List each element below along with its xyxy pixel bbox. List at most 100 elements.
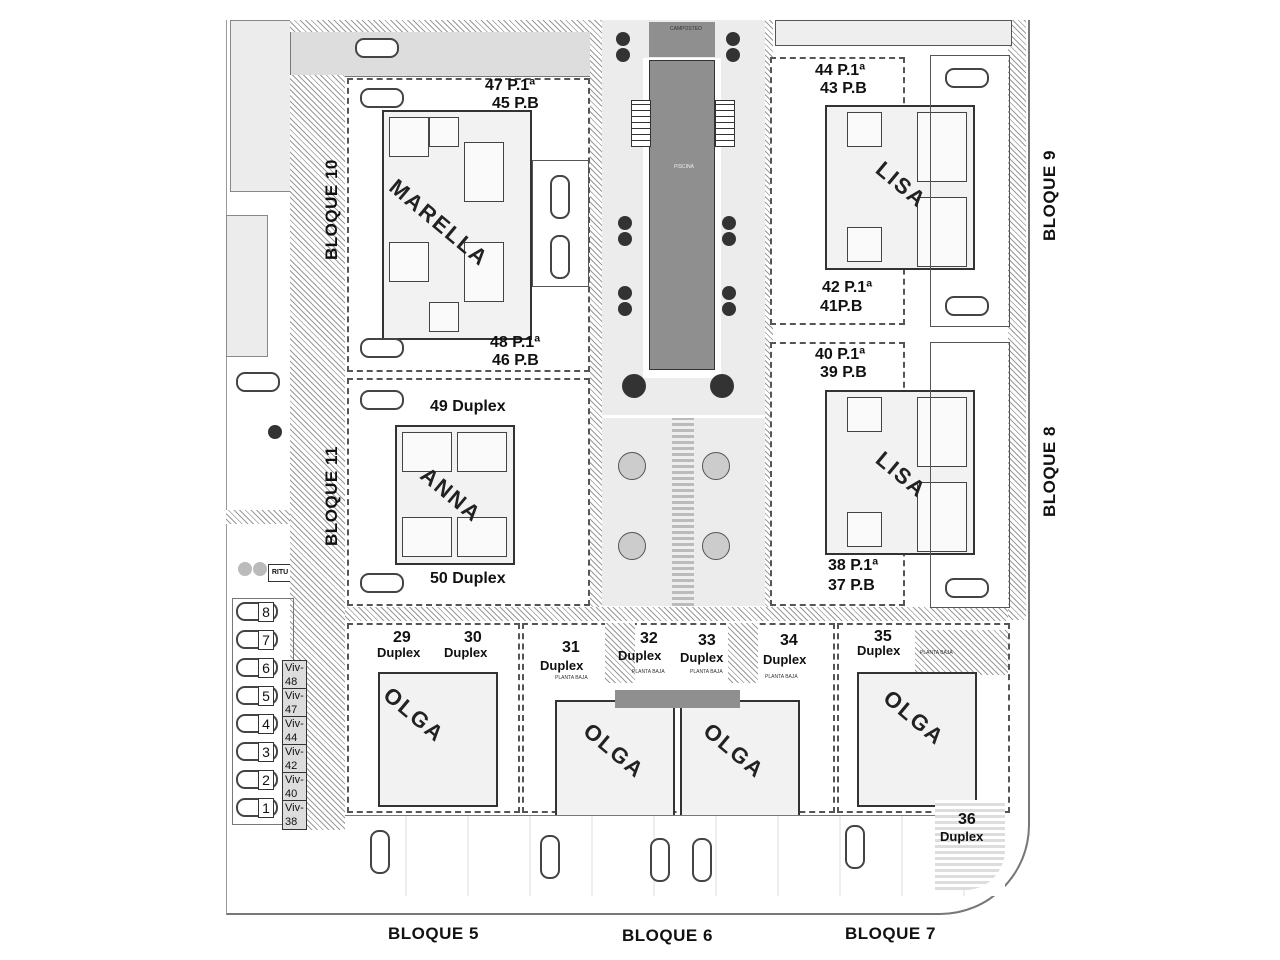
path-east	[1008, 20, 1026, 620]
block-label-10: BLOQUE 10	[322, 159, 341, 260]
duplex-number: 36	[958, 811, 976, 828]
parking-slot: 2 Viv-40	[236, 769, 307, 802]
lounger-icon	[618, 286, 632, 300]
unit-label: 50 Duplex	[430, 570, 506, 587]
lounger-icon	[616, 48, 630, 62]
parasol-icon	[710, 374, 734, 398]
unit-label: 47 P.1ª	[485, 77, 536, 94]
lisa-building-2	[825, 390, 975, 555]
path-strip	[226, 510, 290, 524]
car-icon	[945, 68, 989, 88]
unit-label: 49 Duplex	[430, 398, 506, 415]
slot-number: 1	[258, 798, 274, 818]
tree-icon	[702, 532, 730, 560]
duplex-type: Duplex	[618, 648, 662, 663]
car-icon	[945, 578, 989, 598]
tree-icon	[238, 562, 252, 576]
duplex-type: Duplex	[940, 829, 984, 844]
slot-owner: Viv-44	[282, 716, 307, 746]
car-icon	[360, 88, 404, 108]
car-icon	[355, 38, 399, 58]
car-icon	[370, 830, 390, 874]
hatch-block6-mid	[728, 623, 758, 683]
pool-stairs-left	[631, 100, 651, 147]
unit-label: 41P.B	[820, 298, 863, 315]
path-pool-east	[765, 20, 773, 620]
block-label-7: BLOQUE 7	[845, 924, 936, 943]
slot-owner: Viv-47	[282, 688, 307, 718]
neighbour-buildings	[230, 20, 292, 192]
block6-roof-strip	[615, 690, 740, 708]
unit-label: 46 P.B	[492, 352, 539, 369]
lounger-icon	[618, 232, 632, 246]
garden-path	[672, 418, 694, 606]
tree-icon	[253, 562, 267, 576]
olga-building-1	[378, 672, 498, 807]
duplex-type: Duplex	[377, 645, 421, 660]
slot-number: 8	[258, 602, 274, 622]
pool	[649, 60, 715, 370]
car-icon	[236, 658, 278, 677]
slot-number: 3	[258, 742, 274, 762]
block-label-5: BLOQUE 5	[388, 924, 479, 943]
car-icon	[845, 825, 865, 869]
road-top-strip	[290, 20, 590, 32]
duplex-number: 32	[640, 630, 658, 647]
car-icon	[692, 838, 712, 882]
pool-top-label: CAMPOSTEO	[670, 26, 702, 32]
olga-building-4	[857, 672, 977, 807]
olga-building-3	[680, 700, 800, 820]
car-icon	[236, 714, 278, 733]
unit-label: 37 P.B	[828, 577, 875, 594]
duplex-number: 30	[464, 629, 482, 646]
parking-slot: 8	[236, 601, 294, 623]
slot-owner: Viv-40	[282, 772, 307, 802]
car-icon	[236, 798, 278, 817]
block-label-11: BLOQUE 11	[322, 446, 341, 546]
lisa-building-1	[825, 105, 975, 270]
car-icon	[550, 175, 570, 219]
tree-icon	[618, 452, 646, 480]
lounger-icon	[726, 48, 740, 62]
slot-number: 2	[258, 770, 274, 790]
slot-owner: Viv-48	[282, 660, 307, 690]
parking-slot: 1 Viv-38	[236, 797, 307, 830]
duplex-type: Duplex	[680, 650, 724, 665]
block-label-8: BLOQUE 8	[1040, 426, 1059, 517]
duplex-type: Duplex	[857, 643, 901, 658]
marella-building	[382, 110, 532, 340]
car-icon	[236, 742, 278, 761]
hatch-block7	[915, 630, 1008, 675]
duplex-number: 34	[780, 632, 798, 649]
tree-icon	[702, 452, 730, 480]
block-label-9: BLOQUE 9	[1040, 150, 1059, 241]
garage-block8	[930, 342, 1010, 608]
olga-building-2	[555, 700, 675, 820]
planta-baja-label: PLANTA BAJA	[765, 674, 798, 680]
car-icon	[650, 838, 670, 882]
car-icon	[236, 372, 280, 392]
pool-top	[649, 22, 715, 57]
path-south	[345, 607, 1010, 621]
lounger-icon	[726, 32, 740, 46]
bottom-parking-row	[345, 815, 1005, 896]
planta-baja-label: PLANTA BAJA	[690, 669, 723, 675]
planta-baja-label: PLANTA BAJA	[632, 669, 665, 675]
slot-owner: Viv-38	[282, 800, 307, 830]
duplex-type: Duplex	[763, 652, 807, 667]
unit-label: 39 P.B	[820, 364, 867, 381]
duplex-number: 31	[562, 639, 580, 656]
car-icon	[360, 338, 404, 358]
site-boundary	[226, 20, 1030, 915]
lounger-icon	[722, 302, 736, 316]
lounger-icon	[722, 286, 736, 300]
car-icon	[236, 602, 278, 621]
unit-label: 38 P.1ª	[828, 557, 879, 574]
parking-slot: 7	[236, 629, 294, 651]
unit-label: 45 P.B	[492, 95, 539, 112]
duplex-type: Duplex	[444, 645, 488, 660]
